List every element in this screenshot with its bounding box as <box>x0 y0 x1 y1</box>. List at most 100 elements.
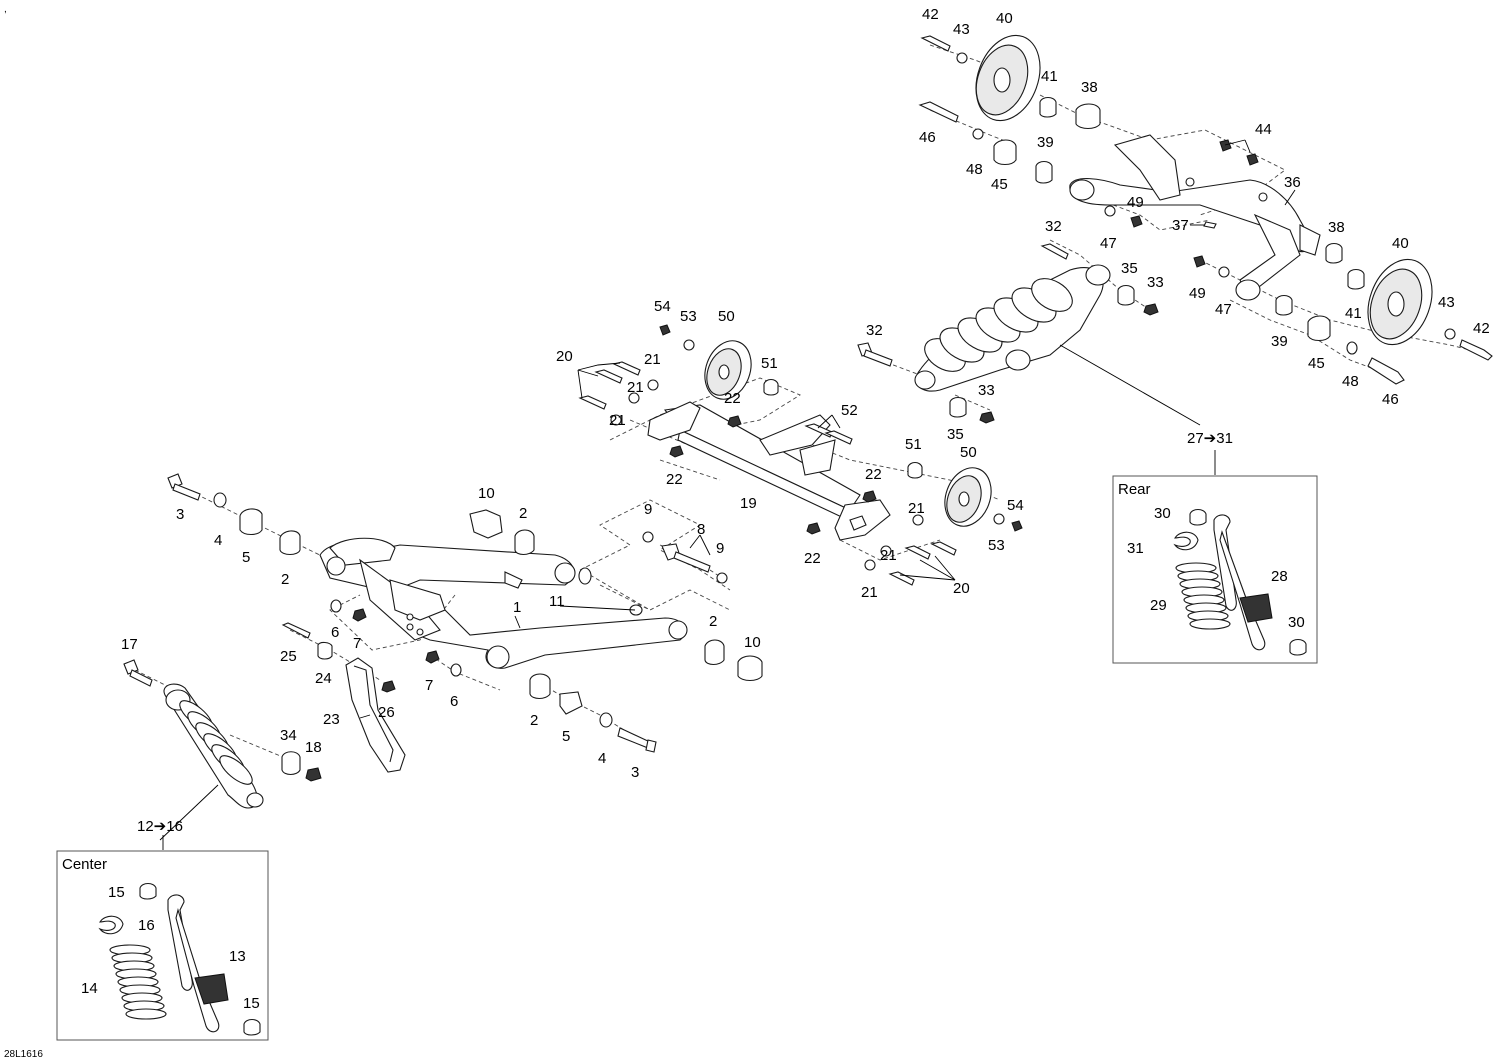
rear-wheel-upper <box>975 34 1041 122</box>
callout-19: 19 <box>740 495 757 512</box>
callout-53: 53 <box>680 308 697 325</box>
callout-9: 9 <box>644 501 652 518</box>
callout-48: 48 <box>1342 373 1359 390</box>
rear-callout-30: 30 <box>1154 505 1171 522</box>
callout-41: 41 <box>1041 68 1058 85</box>
callout-4: 4 <box>598 750 606 767</box>
callout-2: 2 <box>530 712 538 729</box>
callout-48: 48 <box>966 161 983 178</box>
callout-20: 20 <box>556 348 573 365</box>
rear-arm-fasteners <box>918 35 1493 385</box>
center-callout-13: 13 <box>229 948 246 965</box>
callout-2: 2 <box>709 613 717 630</box>
callout-41: 41 <box>1345 305 1362 322</box>
callout-21: 21 <box>908 500 925 517</box>
callout-53: 53 <box>988 537 1005 554</box>
callout-7: 7 <box>353 635 361 652</box>
callout-3: 3 <box>176 506 184 523</box>
callout-39: 39 <box>1271 333 1288 350</box>
callout-46: 46 <box>919 129 936 146</box>
callout-6: 6 <box>450 693 458 710</box>
callout-33: 33 <box>1147 274 1164 291</box>
callout-51: 51 <box>761 355 778 372</box>
callout-42: 42 <box>1473 320 1490 337</box>
stopper-strap <box>281 622 406 773</box>
callout-1: 1 <box>513 599 521 616</box>
callout-7: 7 <box>425 677 433 694</box>
rear-detail-box: Rear 30 31 28 29 30 <box>1112 475 1318 664</box>
rear-swing-arm <box>1069 134 1321 301</box>
rear-box-title: Rear <box>1118 481 1151 498</box>
callout-22: 22 <box>666 471 683 488</box>
callout-34: 34 <box>280 727 297 744</box>
rear-callout-28: 28 <box>1271 568 1288 585</box>
center-callout-14: 14 <box>81 980 98 997</box>
callout-43: 43 <box>953 21 970 38</box>
callout-5: 5 <box>562 728 570 745</box>
callout-4: 4 <box>214 532 222 549</box>
callout-labels: 1 2 2 2 2 3 3 4 4 5 5 6 6 7 7 8 9 9 10 1… <box>121 6 1490 835</box>
rear-shock-absorber <box>857 243 1159 424</box>
rear-callout-29: 29 <box>1150 597 1167 614</box>
center-box-title: Center <box>62 856 107 873</box>
callout-20: 20 <box>953 580 970 597</box>
rear-wheel-lower <box>1367 258 1433 346</box>
callout-24: 24 <box>315 670 332 687</box>
rear-callout-31: 31 <box>1127 540 1144 557</box>
callout-2: 2 <box>281 571 289 588</box>
callout-54: 54 <box>1007 497 1024 514</box>
callout-47: 47 <box>1100 235 1117 252</box>
center-callout-15: 15 <box>108 884 125 901</box>
callout-17: 17 <box>121 636 138 653</box>
callout-21: 21 <box>627 379 644 396</box>
callout-52: 52 <box>841 402 858 419</box>
callout-32: 32 <box>1045 218 1062 235</box>
callout-50: 50 <box>718 308 735 325</box>
callout-44: 44 <box>1255 121 1272 138</box>
center-detail-box: Center 15 16 13 14 15 <box>56 850 269 1041</box>
callout-11: 11 <box>549 593 565 610</box>
center-callout-16: 16 <box>138 917 155 934</box>
callout-6: 6 <box>331 624 339 641</box>
callout-18: 18 <box>305 739 322 756</box>
callout-40: 40 <box>1392 235 1409 252</box>
callout-33: 33 <box>978 382 995 399</box>
rear-reference: 27➔31 <box>1187 430 1233 447</box>
callout-25: 25 <box>280 648 297 665</box>
callout-39: 39 <box>1037 134 1054 151</box>
callout-45: 45 <box>991 176 1008 193</box>
callout-22: 22 <box>804 550 821 567</box>
callout-35: 35 <box>947 426 964 443</box>
leader-lines <box>159 139 1296 850</box>
tick-mark: , <box>4 4 7 15</box>
callout-22: 22 <box>865 466 882 483</box>
callout-49: 49 <box>1127 194 1144 211</box>
idler-wheel-lower <box>944 467 992 527</box>
callout-38: 38 <box>1081 79 1098 96</box>
callout-8: 8 <box>697 521 705 538</box>
center-reference: 12➔16 <box>137 818 183 835</box>
callout-21: 21 <box>880 547 897 564</box>
callout-32: 32 <box>866 322 883 339</box>
callout-37: 37 <box>1172 217 1189 234</box>
callout-49: 49 <box>1189 285 1206 302</box>
callout-51: 51 <box>905 436 922 453</box>
center-callout-15: 15 <box>243 995 260 1012</box>
front-swing-arm <box>319 537 688 669</box>
callout-9: 9 <box>716 540 724 557</box>
callout-21: 21 <box>609 412 626 429</box>
callout-40: 40 <box>996 10 1013 27</box>
front-arm-fasteners <box>167 473 763 753</box>
center-shock-absorber <box>123 659 322 809</box>
callout-21: 21 <box>644 351 661 368</box>
callout-3: 3 <box>631 764 639 781</box>
callout-54: 54 <box>654 298 671 315</box>
drawing-code: 28L1616 <box>4 1049 43 1060</box>
callout-10: 10 <box>744 634 761 651</box>
callout-22: 22 <box>724 390 741 407</box>
callout-42: 42 <box>922 6 939 23</box>
callout-47: 47 <box>1215 301 1232 318</box>
callout-46: 46 <box>1382 391 1399 408</box>
